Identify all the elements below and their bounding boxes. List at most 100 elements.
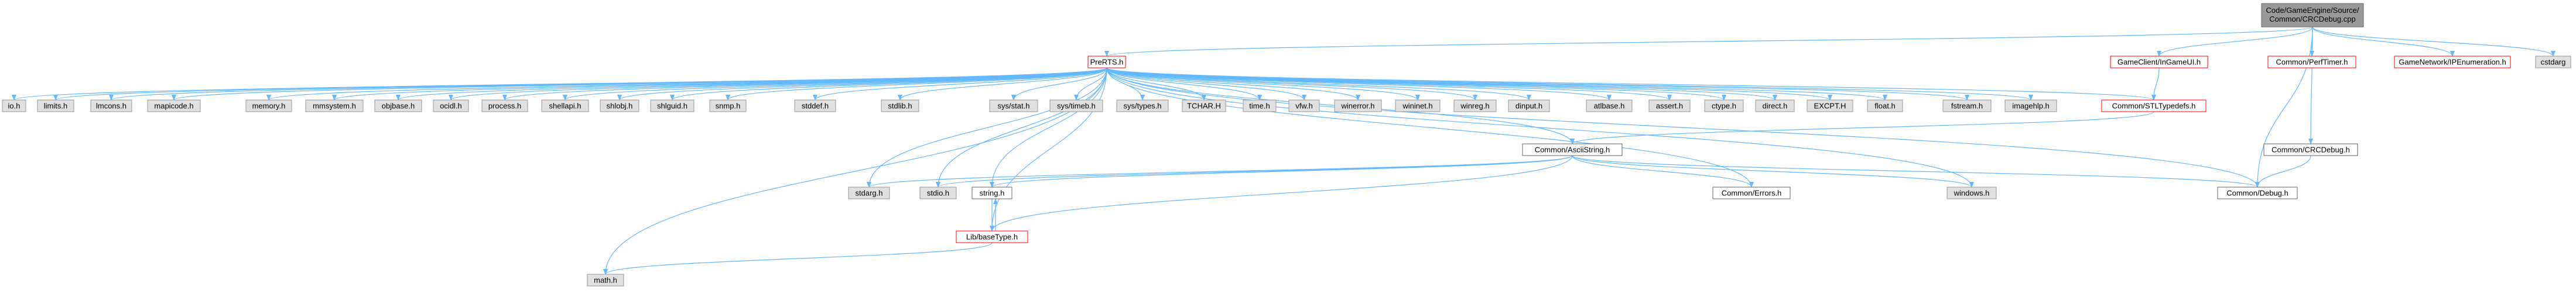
node-winerror: winerror.h <box>1334 99 1382 112</box>
node-ingameui[interactable]: GameClient/InGameUI.h <box>2110 56 2208 68</box>
node-root-box <box>2261 3 2364 27</box>
node-stlt-box <box>2101 99 2206 112</box>
node-ascii-label: Common/AsciiString.h <box>1535 146 1610 154</box>
node-stlt[interactable]: Common/STLTypedefs.h <box>2101 99 2206 112</box>
node-direct-box <box>1755 99 1795 112</box>
node-io: io.h <box>2 99 26 112</box>
node-string-box <box>971 187 1012 199</box>
edge-prerts-to-stdio <box>936 67 1107 188</box>
node-stddef-label: stddef.h <box>802 102 829 111</box>
node-perftimer[interactable]: Common/PerfTimer.h <box>2267 56 2356 68</box>
node-crcdebugh[interactable]: Common/CRCDebug.h <box>2263 143 2358 156</box>
edges-layer <box>12 26 2556 275</box>
edge-prerts-to-limits <box>53 67 1107 101</box>
edge-prerts-to-stdarg <box>867 67 1107 188</box>
node-lib-label: Lib/baseType.h <box>966 233 1018 242</box>
node-excpt: EXCPT.H <box>1807 99 1853 112</box>
edge-prerts-to-shlguid <box>670 67 1107 101</box>
node-lib[interactable]: Lib/baseType.h <box>956 230 1028 243</box>
node-systypes-box <box>1116 99 1169 112</box>
edge-lib-to-math <box>603 242 993 275</box>
node-debug-label: Common/Debug.h <box>2226 189 2288 198</box>
edge-prerts-to-stddef <box>813 67 1107 101</box>
node-mmsystem-box <box>305 99 364 112</box>
node-ascii[interactable]: Common/AsciiString.h <box>1522 143 1623 156</box>
node-dinput-label: dinput.h <box>1516 102 1542 111</box>
node-wininet-label: wininet.h <box>1402 102 1432 111</box>
node-cstdarg-label: cstdarg <box>2541 58 2566 67</box>
node-assert: assert.h <box>1648 99 1691 112</box>
node-time: time.h <box>1243 99 1277 112</box>
node-fstream-box <box>1942 99 1992 112</box>
node-memory-box <box>245 99 292 112</box>
node-direct: direct.h <box>1755 99 1795 112</box>
node-sysstat: sys/stat.h <box>989 99 1038 112</box>
edge-stlt-to-ascii <box>1570 111 2154 144</box>
node-root[interactable]: Code/GameEngine/Source/Common/CRCDebug.c… <box>2261 3 2364 27</box>
node-stdio: stdio.h <box>919 187 957 199</box>
node-ocidl-box <box>433 99 469 112</box>
node-systimeb-box <box>1049 99 1103 112</box>
edge-prerts-to-shlobj <box>617 67 1107 101</box>
edge-prerts-to-windows <box>1106 67 1974 188</box>
edge-root-to-cstdarg <box>2312 26 2556 57</box>
edge-prerts-to-tchar <box>1106 67 1206 101</box>
node-imagehlp: imagehlp.h <box>2004 99 2057 112</box>
edge-prerts-to-systimeb <box>1074 67 1107 101</box>
node-stdarg-box <box>848 187 890 199</box>
node-memory: memory.h <box>245 99 292 112</box>
node-ctype: ctype.h <box>1704 99 1744 112</box>
node-stlt-label: Common/STLTypedefs.h <box>2112 102 2196 111</box>
node-root-label: Code/GameEngine/Source/Common/CRCDebug.c… <box>2266 6 2359 23</box>
node-io-label: io.h <box>8 102 20 111</box>
edge-ascii-to-errors <box>1572 155 1754 188</box>
node-lmcons-label: lmcons.h <box>96 102 126 111</box>
node-vfw-box <box>1288 99 1320 112</box>
node-excpt-box <box>1807 99 1853 112</box>
node-string[interactable]: string.h <box>971 187 1012 199</box>
node-wininet: wininet.h <box>1395 99 1441 112</box>
node-mapicode-label: mapicode.h <box>154 102 193 111</box>
node-process-box <box>481 99 528 112</box>
nodes-layer: Code/GameEngine/Source/Common/CRCDebug.c… <box>2 3 2571 287</box>
node-mmsystem-label: mmsystem.h <box>313 102 356 111</box>
edge-root-to-crcdebugh <box>2308 26 2314 144</box>
node-ipenum-box <box>2394 56 2511 68</box>
node-shlobj-label: shlobj.h <box>607 102 633 111</box>
node-stdio-label: stdio.h <box>927 189 949 198</box>
edge-prerts-to-stdlib <box>898 67 1107 101</box>
node-systypes-label: sys/types.h <box>1123 102 1161 111</box>
edge-ascii-to-windows <box>1572 155 1974 188</box>
node-time-box <box>1243 99 1277 112</box>
node-prerts[interactable]: PreRTS.h <box>1087 56 1126 68</box>
node-float-label: float.h <box>1874 102 1895 111</box>
node-tchar: TCHAR.H <box>1182 99 1226 112</box>
node-crcdebugh-box <box>2263 143 2358 156</box>
node-limits-box <box>37 99 74 112</box>
node-limits: limits.h <box>37 99 74 112</box>
node-float: float.h <box>1867 99 1903 112</box>
node-atlbase-box <box>1586 99 1633 112</box>
node-shlobj-box <box>600 99 639 112</box>
node-wininet-box <box>1395 99 1441 112</box>
node-ipenum[interactable]: GameNetwork/IPEnumeration.h <box>2394 56 2511 68</box>
node-errors[interactable]: Common/Errors.h <box>1712 187 1791 199</box>
edge-ascii-to-lib <box>990 155 1573 232</box>
node-dinput-box <box>1508 99 1550 112</box>
edge-prerts-to-string <box>990 67 1107 188</box>
node-debug[interactable]: Common/Debug.h <box>2217 187 2298 199</box>
node-ctype-label: ctype.h <box>1712 102 1736 111</box>
node-math: math.h <box>587 274 624 287</box>
edge-prerts-to-mmsystem <box>332 67 1107 101</box>
node-lmcons: lmcons.h <box>90 99 132 112</box>
node-mapicode: mapicode.h <box>147 99 201 112</box>
node-assert-label: assert.h <box>1656 102 1683 111</box>
node-objbase-label: objbase.h <box>382 102 415 111</box>
node-debug-box <box>2217 187 2298 199</box>
node-ingameui-box <box>2110 56 2208 68</box>
node-stdlib-box <box>881 99 919 112</box>
edge-prerts-to-imagehlp <box>1106 67 2033 101</box>
node-shellapi-box <box>541 99 589 112</box>
node-perftimer-label: Common/PerfTimer.h <box>2276 58 2348 67</box>
node-winreg-label: winreg.h <box>1460 102 1489 111</box>
